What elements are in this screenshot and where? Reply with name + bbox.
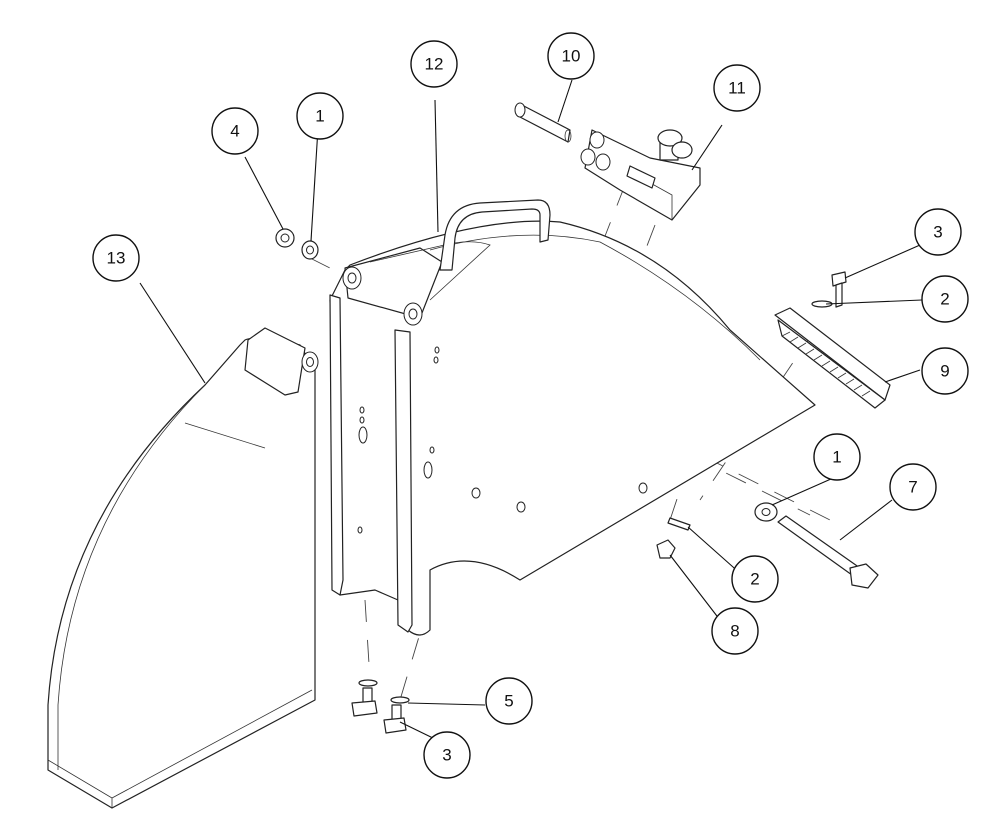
callout-5-label: 5	[504, 692, 513, 711]
callout-3-top: 3	[914, 208, 962, 256]
callout-11: 11	[713, 64, 761, 112]
callout-10-label: 10	[562, 47, 581, 66]
callout-bubbles: 4 1 12 10 11 13 3 2	[92, 32, 969, 779]
callout-2-top-label: 2	[940, 290, 949, 309]
part-8-nut	[656, 539, 676, 559]
callout-1-left: 1	[296, 92, 344, 140]
part-1-washer-right	[754, 502, 778, 522]
part-5-washer-right	[390, 696, 410, 704]
callout-3-bottom-label: 3	[442, 746, 451, 765]
callout-11-label: 11	[728, 79, 746, 98]
callout-7-label: 7	[908, 478, 917, 497]
callout-3-bottom: 3	[423, 731, 471, 779]
callout-5: 5	[485, 677, 533, 725]
callout-7: 7	[889, 463, 937, 511]
part-13-front-cover	[47, 327, 319, 809]
part-12-guard-body	[329, 199, 816, 636]
callout-9: 9	[921, 347, 969, 395]
callout-12: 12	[410, 40, 458, 88]
callout-2-top: 2	[921, 275, 969, 323]
part-3-bolt-top	[831, 271, 847, 308]
callout-2-lower-label: 2	[750, 570, 759, 589]
part-bolt-bottom-left	[351, 687, 378, 717]
callout-12-label: 12	[425, 55, 444, 74]
part-9-serrated-blade	[774, 307, 891, 409]
callout-8-label: 8	[730, 622, 739, 641]
part-7-long-bolt	[777, 515, 879, 589]
callout-10: 10	[547, 32, 595, 80]
part-11-bracket-block	[580, 129, 701, 221]
callout-8: 8	[711, 607, 759, 655]
callout-1-right-label: 1	[832, 448, 841, 467]
callout-3-top-label: 3	[933, 223, 942, 242]
leader-lines	[139, 79, 923, 741]
callout-13: 13	[92, 234, 140, 282]
callout-9-label: 9	[940, 362, 949, 381]
part-1-washer-left	[301, 240, 319, 260]
part-3-bolt-bottom	[383, 704, 407, 734]
callout-4: 4	[211, 107, 259, 155]
callout-2-lower: 2	[731, 555, 779, 603]
part-10-shaft	[514, 102, 572, 143]
part-2-washer-lower	[667, 517, 691, 531]
callout-1-left-label: 1	[315, 107, 324, 126]
part-5-washer-left	[358, 679, 378, 687]
callout-1-right: 1	[813, 433, 861, 481]
callout-4-label: 4	[230, 122, 239, 141]
callout-13-label: 13	[107, 249, 126, 268]
part-4-nut	[275, 228, 295, 248]
